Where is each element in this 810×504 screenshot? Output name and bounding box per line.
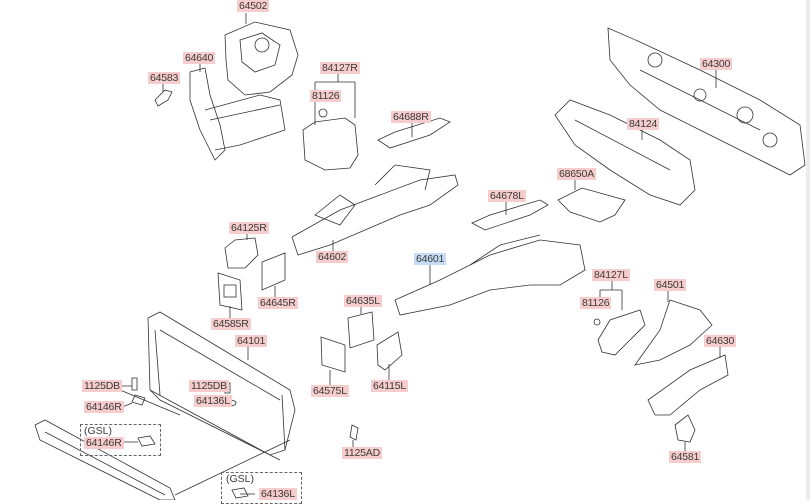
- gsl-box-64146R: [80, 424, 161, 456]
- callout-68650A[interactable]: 68650A: [557, 168, 597, 180]
- part-64502[interactable]: [224, 13, 299, 96]
- scrollbar[interactable]: [806, 0, 810, 500]
- callout-64575L[interactable]: 64575L: [311, 385, 349, 397]
- callout-64125R[interactable]: 64125R: [229, 222, 269, 234]
- callout-1125DB-2[interactable]: 1125DB: [189, 380, 229, 392]
- part-64581[interactable]: [674, 414, 696, 451]
- part-64583[interactable]: [154, 83, 173, 107]
- part-64601[interactable]: [394, 234, 586, 316]
- part-64585R[interactable]: [217, 272, 243, 318]
- part-64602[interactable]: [291, 164, 459, 256]
- part-64125R[interactable]: [224, 233, 259, 269]
- callout-64581[interactable]: 64581: [669, 451, 702, 463]
- callout-84124[interactable]: 84124: [627, 118, 660, 130]
- callout-64635L[interactable]: 64635L: [344, 295, 382, 307]
- part-68650A[interactable]: [557, 180, 626, 223]
- callout-64645R[interactable]: 64645R: [258, 297, 298, 309]
- part-64501[interactable]: [634, 291, 713, 366]
- callout-84127L[interactable]: 84127L: [592, 269, 630, 281]
- callout-64602[interactable]: 64602: [316, 251, 349, 263]
- part-64635L[interactable]: [347, 307, 375, 349]
- part-64101[interactable]: [147, 311, 296, 461]
- part-64678L[interactable]: [471, 199, 549, 231]
- callout-84127R[interactable]: 84127R: [320, 62, 360, 74]
- callout-64585R[interactable]: 64585R: [211, 318, 251, 330]
- callout-64678L[interactable]: 64678L: [488, 190, 526, 202]
- callout-81126[interactable]: 81126: [310, 90, 342, 102]
- callout-64115L[interactable]: 64115L: [371, 380, 409, 392]
- callout-64136L-gsl[interactable]: 64136L: [259, 488, 297, 500]
- part-bumper-beam[interactable]: [34, 389, 291, 500]
- part-64300[interactable]: [607, 27, 806, 176]
- callout-64630[interactable]: 64630: [704, 335, 737, 347]
- part-64575L[interactable]: [320, 336, 346, 385]
- callout-64601[interactable]: 64601: [414, 253, 447, 265]
- callout-64146R-gsl[interactable]: 64146R: [84, 437, 124, 449]
- callout-1125AD[interactable]: 1125AD: [342, 447, 382, 459]
- callout-64136L[interactable]: 64136L: [194, 395, 232, 407]
- callout-81126b[interactable]: 81126: [580, 297, 612, 309]
- part-64630[interactable]: [647, 347, 729, 416]
- callout-64583[interactable]: 64583: [148, 72, 181, 84]
- callout-1125DB[interactable]: 1125DB: [82, 380, 122, 392]
- callout-64501[interactable]: 64501: [654, 279, 687, 291]
- callout-64300[interactable]: 64300: [700, 58, 733, 70]
- callout-64146R[interactable]: 64146R: [84, 401, 124, 413]
- part-64640[interactable]: [189, 64, 286, 161]
- callout-64640[interactable]: 64640: [183, 52, 216, 64]
- gsl-label-64136L: (GSL): [226, 473, 255, 485]
- gsl-label-64146R: (GSL): [84, 425, 113, 437]
- part-64115L[interactable]: [376, 331, 403, 380]
- callout-64101[interactable]: 64101: [235, 335, 268, 347]
- part-64688R[interactable]: [377, 117, 451, 149]
- part-84124[interactable]: [554, 99, 696, 206]
- callout-64502[interactable]: 64502: [237, 0, 270, 12]
- part-64645R[interactable]: [261, 252, 286, 297]
- callout-64688R[interactable]: 64688R: [391, 111, 431, 123]
- part-84127R[interactable]: [302, 74, 359, 171]
- part-84127L[interactable]: [593, 281, 646, 356]
